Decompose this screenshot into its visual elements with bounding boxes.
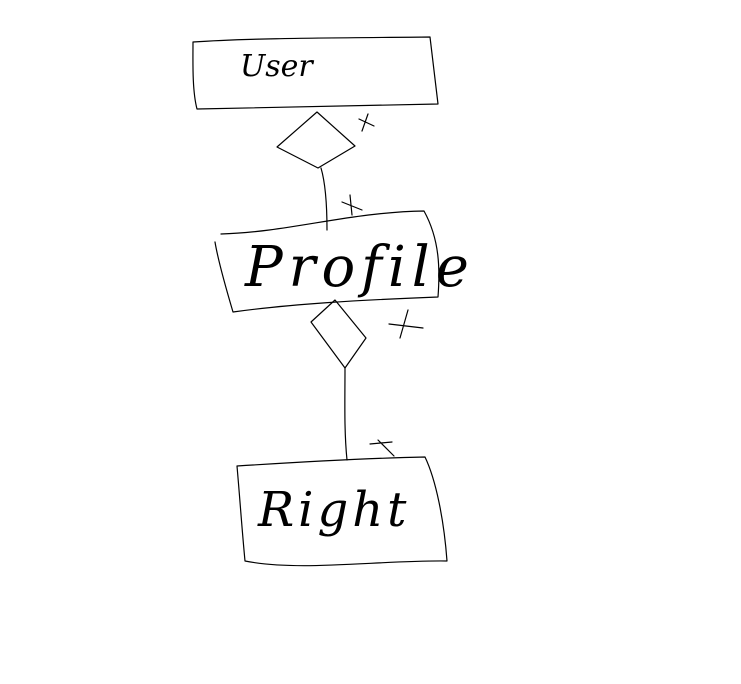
entity-user: User bbox=[192, 36, 439, 110]
cardinality-user-side: * bbox=[358, 113, 375, 132]
cardinality-right-side: * bbox=[0, 0, 395, 457]
entity-profile-box bbox=[214, 210, 440, 313]
cardinality-profile-bottom: * bbox=[388, 309, 424, 339]
relationship-profile-right-diamond bbox=[310, 299, 367, 369]
cardinality-right-label: * bbox=[0, 0, 1, 1]
entity-profile-label: Profile bbox=[244, 235, 475, 300]
entity-user-label: User bbox=[240, 49, 314, 84]
entity-user-box bbox=[192, 36, 439, 110]
relationship-user-profile-diamond bbox=[276, 111, 356, 169]
entity-right: Right bbox=[236, 456, 448, 567]
cardinality-profile-top: * bbox=[341, 194, 363, 216]
entity-right-label: Right bbox=[257, 482, 410, 538]
entity-right-box bbox=[236, 456, 448, 567]
connector-diamond-to-right bbox=[344, 367, 348, 461]
entity-profile: Profile bbox=[214, 210, 475, 313]
connector-diamond-to-profile bbox=[320, 167, 328, 231]
